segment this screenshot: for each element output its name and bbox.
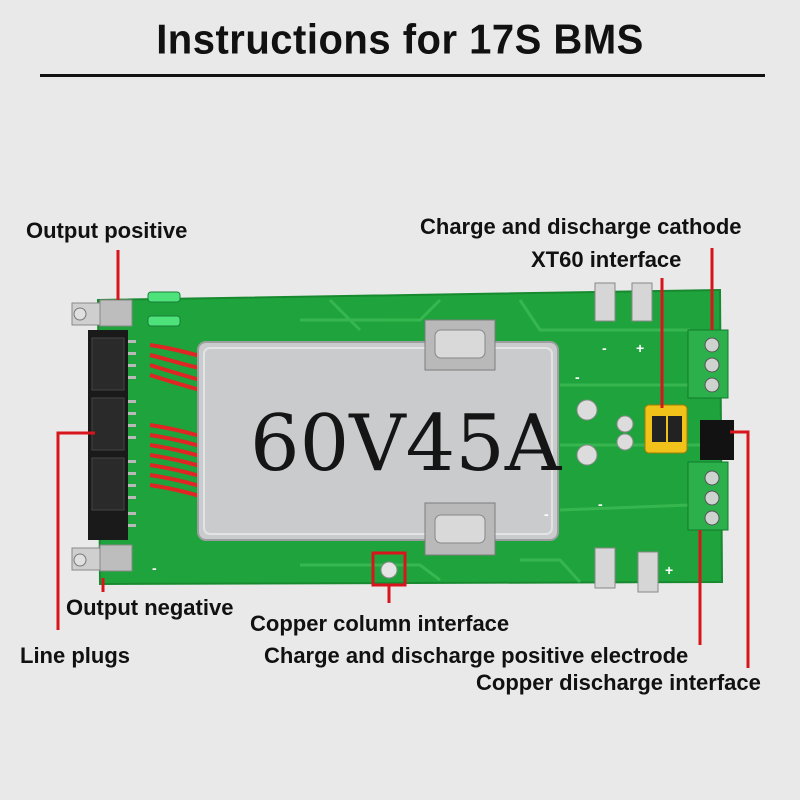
copper-columns-center [380, 399, 634, 579]
label-charge-discharge-cathode: Charge and discharge cathode [420, 214, 742, 239]
minus-mark: - [602, 340, 607, 356]
polarity-marks: - - + - - + - [152, 340, 673, 578]
label-output-positive: Output positive [26, 218, 188, 243]
bms-rating-label: 60V45A [250, 399, 563, 489]
minus-mark: - [598, 496, 603, 512]
balance-wire-harness [149, 343, 201, 498]
annotation-lines [56, 248, 750, 668]
label-line-plugs: Line plugs [20, 643, 130, 668]
page-title: Instructions for 17S BMS [156, 16, 644, 64]
screw-terminals [594, 282, 659, 593]
copper-straps [424, 319, 496, 556]
label-charge-discharge-positive: Charge and discharge positive electrode [264, 643, 689, 668]
green-terminal-blocks [687, 329, 734, 531]
xt60-connector [644, 404, 688, 454]
line-plug-connectors [88, 330, 136, 540]
minus-mark: - [152, 560, 157, 576]
title-underline [40, 74, 765, 77]
label-output-negative: Output negative [66, 595, 234, 620]
label-copper-discharge-interface: Copper discharge interface [476, 670, 761, 695]
minus-mark: - [575, 369, 580, 385]
plus-mark: + [665, 562, 673, 578]
bms-module: 60V45A [197, 341, 563, 541]
plus-mark: + [636, 340, 644, 356]
minus-mark: - [544, 506, 549, 522]
label-copper-column-interface: Copper column interface [250, 611, 510, 636]
output-terminals-left [71, 291, 181, 572]
label-xt60-interface: XT60 interface [531, 247, 682, 272]
